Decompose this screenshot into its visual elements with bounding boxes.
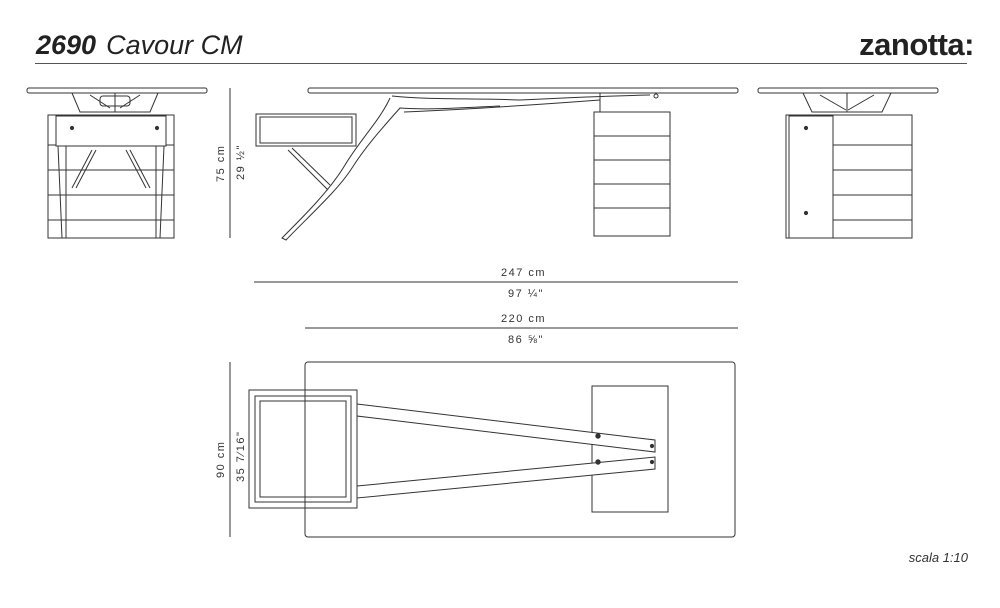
front-view — [255, 87, 739, 241]
product-title: 2690 Cavour CM — [36, 28, 243, 62]
scale-label: scala 1:10 — [908, 550, 968, 565]
header-divider — [35, 63, 967, 64]
length-in-label: 97 ¼" — [508, 288, 544, 300]
model-code: 2690 — [36, 30, 97, 60]
depth-cm-label: 90 cm — [215, 441, 227, 478]
top-length-cm-label: 220 cm — [501, 313, 546, 325]
height-cm-label: 75 cm — [215, 145, 227, 182]
top-length-in-label: 86 ⅝" — [508, 334, 544, 346]
plan-view — [248, 361, 736, 538]
height-in-label: 29 ½" — [235, 144, 247, 180]
brand-logo: zanotta: — [859, 27, 974, 62]
model-name: Cavour CM — [106, 30, 243, 60]
right-end-view — [757, 87, 939, 239]
depth-in-label: 35 7⁄16" — [235, 431, 247, 482]
left-end-view — [26, 87, 208, 239]
length-cm-label: 247 cm — [501, 267, 546, 279]
